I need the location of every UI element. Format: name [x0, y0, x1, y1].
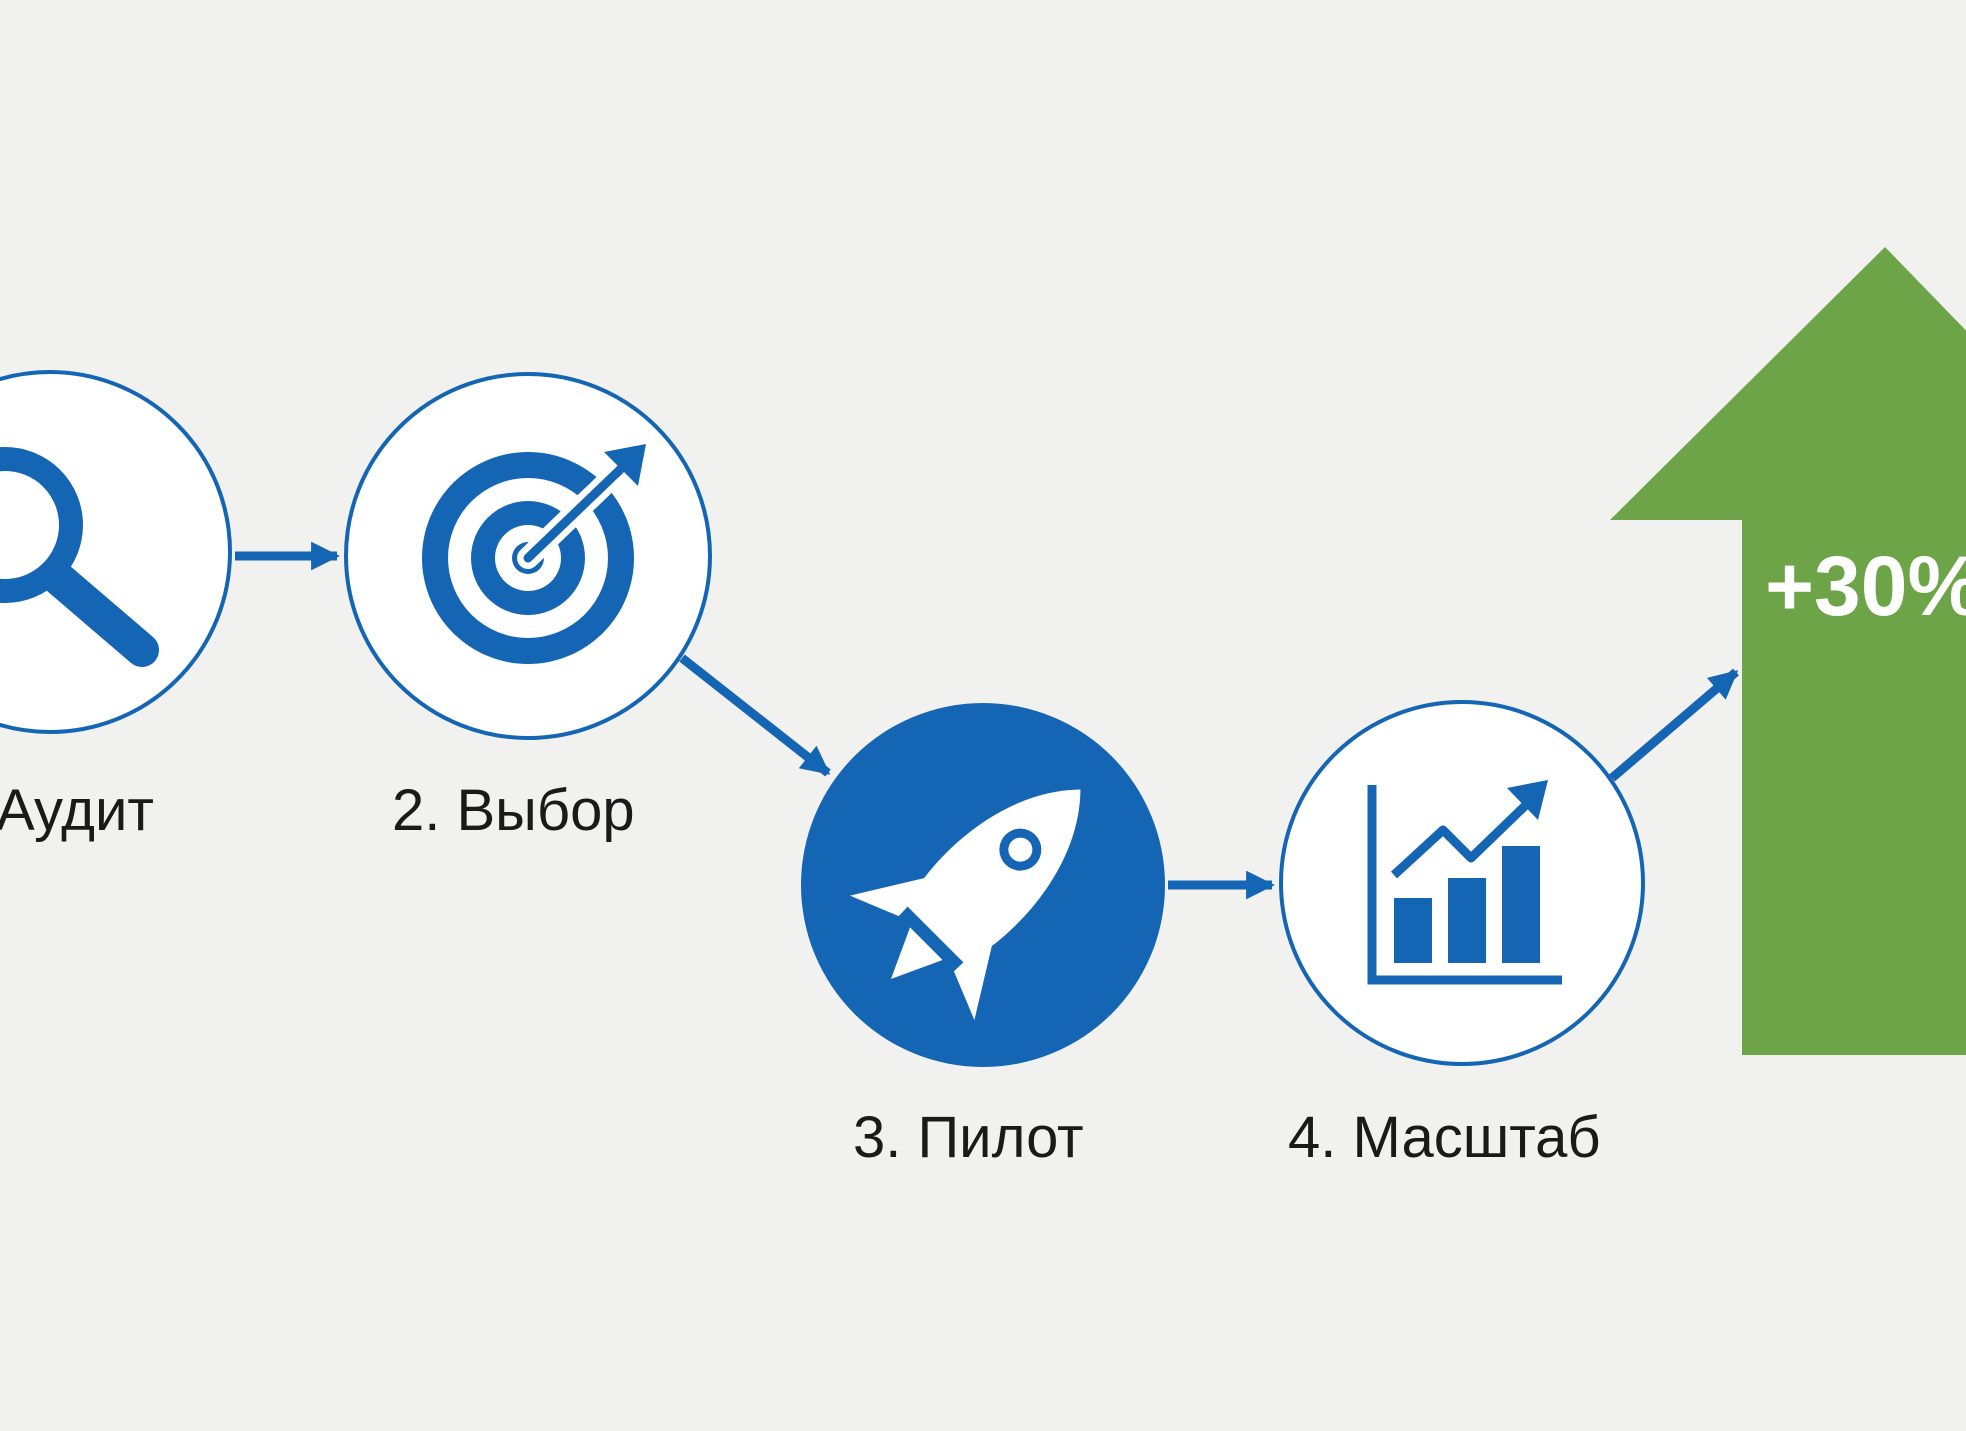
connector-arrow-4-growth [1609, 668, 1739, 782]
step-label: 2. Выбор [392, 778, 635, 843]
connector-arrow-2-3 [679, 654, 831, 777]
target-icon [422, 444, 646, 664]
step-label: 3. Пилот [853, 1105, 1084, 1170]
growth-label: +30% [1765, 539, 1966, 633]
bar-chart-growth-icon [1367, 780, 1562, 985]
magnifier-icon [0, 447, 159, 667]
step-label: 4. Масштаб [1288, 1105, 1601, 1170]
connectors [235, 541, 1739, 900]
step-circle [0, 370, 232, 734]
growth-arrow: +30% [1610, 247, 1966, 1055]
step-audit: Аудит [0, 370, 232, 843]
step-choice: 2. Выбор [344, 372, 712, 843]
up-arrow-icon [1610, 247, 1966, 1055]
rocket-icon [849, 789, 1081, 1021]
step-pilot: 3. Пилот [801, 703, 1165, 1170]
step-label: Аудит [0, 778, 154, 843]
step-scale: 4. Масштаб [1279, 700, 1645, 1170]
